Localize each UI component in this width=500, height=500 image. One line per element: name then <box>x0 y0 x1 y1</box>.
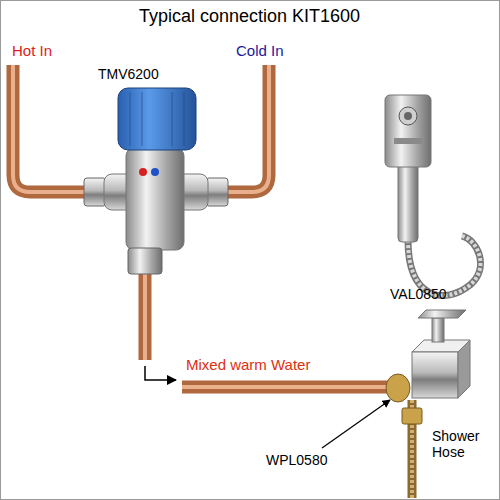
inlet-label: Hot In <box>12 42 52 59</box>
copper-pipes <box>13 65 390 387</box>
part-number: TMV6200 <box>98 66 159 82</box>
diagram-title: Typical connection KIT1600 <box>139 6 360 27</box>
mixing-valve <box>84 88 228 274</box>
inlet-label: Cold In <box>236 42 284 59</box>
leader-line <box>322 400 390 448</box>
flow-label: Mixed warm Water <box>186 356 310 373</box>
wall-valve <box>386 310 470 498</box>
shower-handset <box>385 95 480 296</box>
part-number: WPL0580 <box>266 452 327 468</box>
part-label: Shower Hose <box>432 428 494 460</box>
part-number: VAL0850 <box>390 286 447 302</box>
flow-arrow <box>145 366 176 380</box>
